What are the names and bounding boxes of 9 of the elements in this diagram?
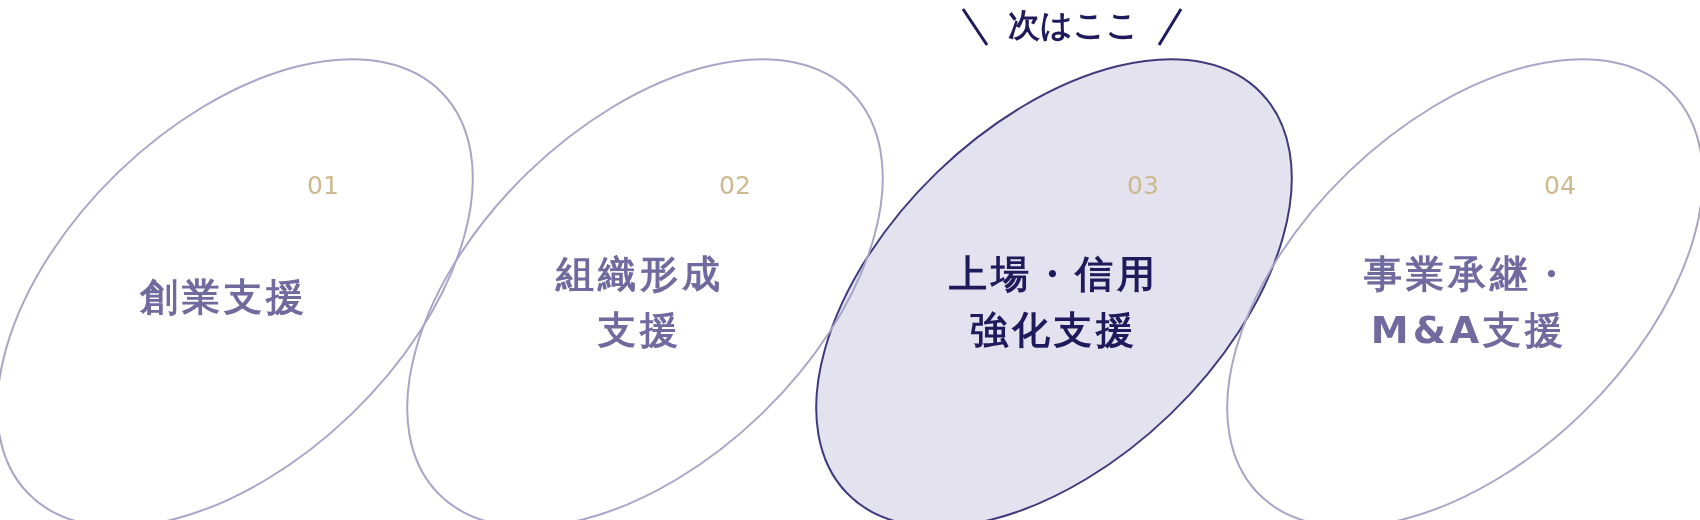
step-label: 組織形成支援 [554,251,725,354]
step-number: 01 [307,170,339,200]
callout-heading: 次はここ [1007,5,1139,46]
step-number: 02 [719,170,751,200]
step-label: 上場・信用強化支援 [948,251,1160,354]
step-label: 創業支援 [138,274,309,321]
step-label: 事業承継・M&A支援 [1363,251,1575,354]
step-number: 04 [1544,170,1576,200]
step-number: 03 [1127,170,1159,200]
